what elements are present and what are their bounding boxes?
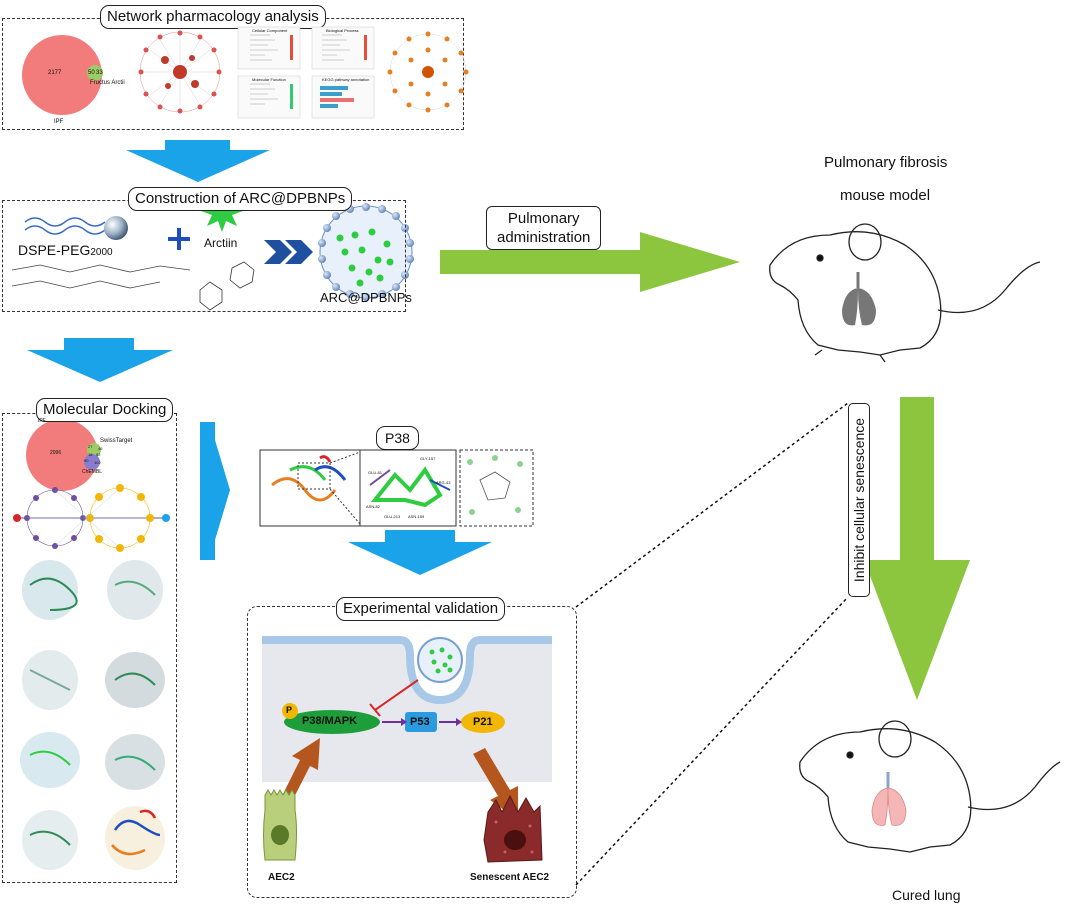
model-title-line2: mouse model bbox=[840, 187, 931, 204]
venn-ipf-circle bbox=[22, 35, 102, 115]
ppi-network-graph bbox=[138, 30, 222, 114]
protein-5 bbox=[20, 732, 80, 788]
docking-venn-left-count: 2096 bbox=[50, 450, 62, 456]
validation-title: Experimental validation bbox=[336, 597, 506, 621]
blue-arrow-3 bbox=[200, 422, 230, 560]
go-title-mf: Molecular Function bbox=[252, 77, 286, 82]
treatment-arrow bbox=[864, 397, 970, 700]
venn-left-count: 2177 bbox=[48, 70, 62, 76]
docking-venn-n5: 90 bbox=[84, 458, 89, 463]
docking-venn-n1: 27 bbox=[88, 444, 93, 449]
p38-title: P38 bbox=[376, 426, 419, 450]
venn-ipf-label: IPF bbox=[54, 119, 64, 125]
cell-membrane-diagram bbox=[262, 636, 552, 782]
administration-line1: Pulmonary bbox=[507, 210, 580, 227]
senescent-aec2-label: Senescent AEC2 bbox=[470, 872, 550, 883]
go-enrichment-panels bbox=[237, 26, 375, 119]
go-title-kegg: KEGG pathway annotation bbox=[322, 77, 370, 82]
docking-network bbox=[13, 484, 170, 552]
construction-title: Construction of ARC@DPBNPs bbox=[128, 187, 353, 211]
residue-2: GLY-157 bbox=[420, 456, 436, 461]
administration-line2: administration bbox=[497, 229, 591, 246]
residue-3: ARG-43 bbox=[436, 480, 451, 485]
network-pharmacology-title: Network pharmacology analysis bbox=[100, 5, 326, 29]
phospho-label: P bbox=[286, 705, 293, 715]
docking-box bbox=[2, 413, 177, 883]
model-title-line1: Pulmonary fibrosis bbox=[824, 154, 948, 171]
administration-arrow bbox=[440, 232, 740, 292]
senescent-aec2-cell bbox=[483, 794, 543, 863]
node-p53: P53 bbox=[410, 716, 430, 728]
docking-venn-n3: 18 bbox=[88, 452, 93, 457]
lungs-fibrotic bbox=[842, 272, 876, 326]
aec2-label: AEC2 bbox=[268, 872, 295, 883]
arctiin-label: Arctiin bbox=[204, 236, 238, 250]
docking-venn-diagram bbox=[26, 419, 101, 491]
lungs-healthy bbox=[871, 772, 907, 826]
plus-sign bbox=[168, 228, 190, 250]
docking-venn-n2: 46 bbox=[98, 446, 103, 451]
nanoparticle-label: ARC@DPBNPs bbox=[320, 290, 412, 305]
protein-7 bbox=[22, 810, 78, 870]
validation-box bbox=[247, 606, 577, 898]
docking-venn-chembl: ChEMBL bbox=[82, 469, 103, 475]
residue-1: GLU-81 bbox=[368, 470, 383, 475]
nanoparticle bbox=[318, 203, 414, 301]
administration-label: Pulmonary administration bbox=[486, 206, 602, 250]
mouse-cured bbox=[799, 720, 1061, 853]
protein-6 bbox=[105, 734, 165, 790]
protein-3 bbox=[22, 650, 78, 710]
green-arrows bbox=[440, 232, 970, 700]
pathway-nodes bbox=[282, 703, 505, 734]
blue-arrow-2 bbox=[27, 338, 173, 382]
compound-target-network bbox=[387, 31, 469, 113]
mouse-model-top bbox=[769, 223, 1041, 363]
docking-title: Molecular Docking bbox=[36, 398, 174, 422]
residue-6: ASN-159 bbox=[408, 514, 425, 519]
docking-venn-n4: 92 bbox=[96, 452, 101, 457]
residue-5: GLU-213 bbox=[384, 514, 401, 519]
vertical-label: Inhibit cellular senescence bbox=[851, 417, 867, 583]
go-title-cc: Cellular Component bbox=[252, 28, 288, 33]
docking-venn-ipf: IPF bbox=[38, 418, 46, 424]
node-p38-mapk: P38/MAPK bbox=[302, 715, 358, 727]
cured-lung-label: Cured lung bbox=[892, 887, 961, 903]
venn-fructus-circle bbox=[87, 65, 103, 81]
double-chevron bbox=[264, 240, 313, 264]
protein-structure-grid bbox=[20, 560, 165, 870]
residue-4: ASN-82 bbox=[366, 504, 381, 509]
venn-fructus-label: Fructus Arctii bbox=[90, 80, 125, 86]
connector-dashed-lines bbox=[575, 402, 849, 886]
node-p21: P21 bbox=[473, 716, 493, 728]
docking-venn-swiss: SwissTarget bbox=[100, 438, 133, 444]
venn-right-count: 33 bbox=[96, 70, 103, 76]
aec2-cell bbox=[263, 789, 297, 861]
blue-arrow-4 bbox=[348, 530, 492, 575]
blue-arrow-1 bbox=[126, 140, 270, 182]
docking-venn-n6: 102 bbox=[94, 460, 101, 465]
venn-overlap-count: 50 bbox=[88, 70, 95, 76]
network-venn-diagram bbox=[22, 35, 103, 115]
protein-1 bbox=[22, 560, 78, 620]
p38-panels bbox=[259, 449, 534, 527]
dspe-peg-molecule bbox=[11, 216, 191, 289]
protein-4 bbox=[105, 652, 165, 708]
dspe-peg-label: DSPE-PEG2000 bbox=[18, 242, 113, 258]
protein-8 bbox=[105, 806, 165, 870]
blue-arrows bbox=[27, 140, 492, 575]
protein-2 bbox=[107, 560, 163, 620]
vertical-label-box bbox=[848, 403, 870, 597]
go-title-bp: Biological Process bbox=[326, 28, 359, 33]
